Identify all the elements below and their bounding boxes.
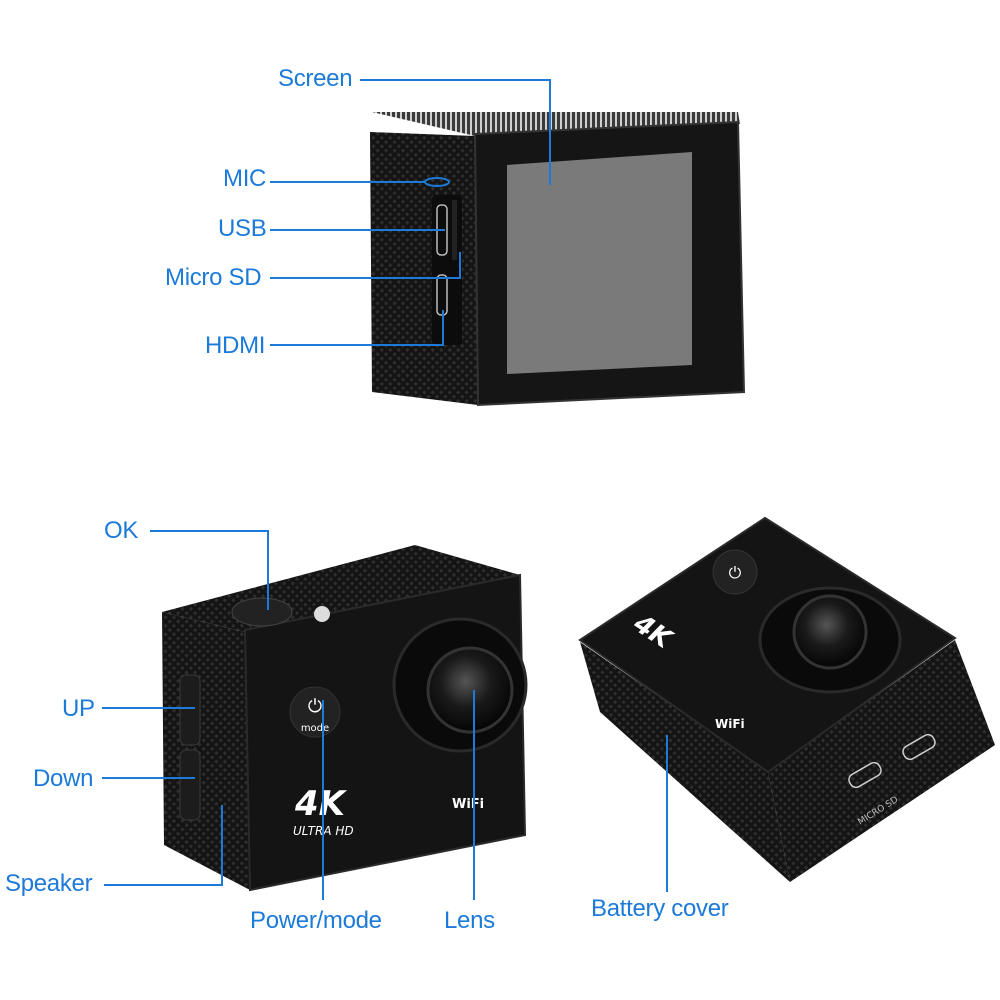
screen [507,152,692,374]
camera-front-view: ⏻ mode 4K ULTRA HD WiFi [162,545,528,892]
label-screen: Screen [278,65,353,92]
mode-marking: mode [301,723,329,734]
label-down: Down [33,765,94,792]
label-hdmi: HDMI [205,332,266,359]
down-button [179,749,201,821]
speaker-leader [104,805,223,886]
angled-lens [792,594,868,670]
4k-logo: 4K [294,784,348,824]
wifi-logo-angled: WiFi [715,717,745,731]
camera-angled-view: ⏻ 4K WiFi MICRO SD [578,516,995,882]
micro-sd-slot [452,200,457,260]
power-mode-button [289,686,341,738]
label-usb: USB [218,215,267,242]
hdmi-leader [270,310,444,346]
indicator-light [314,606,330,622]
wifi-logo: WiFi [452,797,484,812]
label-speaker: Speaker [5,870,93,897]
leader-lines [102,79,668,900]
label-micro-sd: Micro SD [165,264,262,291]
ok-leader [150,530,269,610]
usb-port-angled [848,761,882,789]
hdmi-port-angled [902,733,936,761]
power-icon: ⏻ [308,696,322,717]
label-ok: OK [104,517,139,544]
camera-back-view [370,112,746,407]
power-icon: ⏻ [729,563,742,582]
lens [426,646,514,734]
screen-leader [360,79,551,185]
ok-button [231,597,293,627]
up-button [179,674,201,746]
label-power-mode: Power/mode [250,907,382,934]
label-lens: Lens [444,907,495,934]
label-battery-cover: Battery cover [591,895,729,922]
micro-sd-leader [270,252,461,279]
label-up: UP [62,695,95,722]
label-mic: MIC [223,165,267,192]
